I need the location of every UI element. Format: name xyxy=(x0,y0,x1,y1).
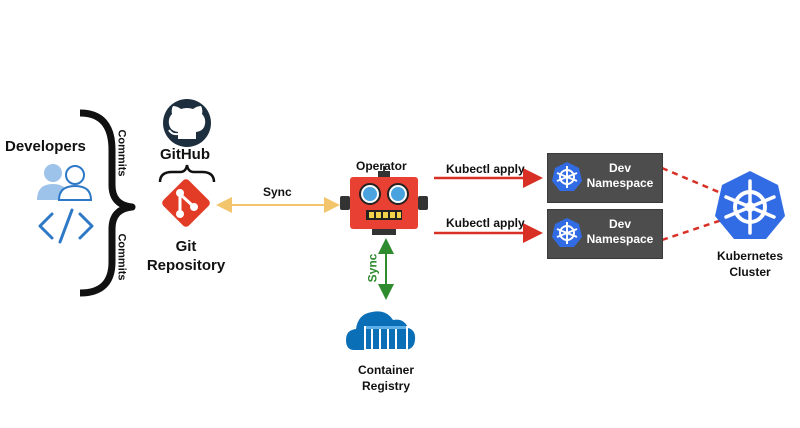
namespace-label-1: Dev Namespace xyxy=(575,161,665,191)
git-icon xyxy=(162,179,210,227)
code-icon xyxy=(38,208,94,244)
sync-label: Sync xyxy=(263,185,292,199)
namespace-label-2: Dev Namespace xyxy=(575,217,665,247)
namespace-2-line1: Dev xyxy=(608,217,631,231)
operator-label: Operator xyxy=(356,159,407,173)
namespace-box-1 xyxy=(547,153,663,203)
registry-label-line2: Registry xyxy=(361,379,411,393)
git-repo-label: Git Repository xyxy=(141,237,231,275)
cluster-label-line1: Kubernetes xyxy=(716,249,784,263)
kubernetes-cluster-icon xyxy=(715,171,785,239)
cluster-label: Kubernetes Cluster xyxy=(705,248,795,280)
namespace-1-line1: Dev xyxy=(608,161,631,175)
commits-brace xyxy=(79,109,136,297)
git-repo-label-line1: Git xyxy=(175,238,197,255)
registry-sync-label: Sync xyxy=(365,253,380,283)
github-brace xyxy=(158,164,216,183)
kubectl-apply-label-top: Kubectl apply xyxy=(446,162,525,176)
developers-label: Developers xyxy=(5,138,86,155)
github-label: GitHub xyxy=(160,146,210,163)
cluster-label-line2: Cluster xyxy=(729,265,771,279)
developers-icon xyxy=(37,164,93,201)
commits-label-top: Commits xyxy=(115,129,128,177)
registry-label: Container Registry xyxy=(341,362,431,394)
namespace-2-line2: Namespace xyxy=(586,232,654,246)
namespace-1-line2: Namespace xyxy=(586,176,654,190)
operator-robot-icon xyxy=(340,166,428,235)
github-icon xyxy=(163,99,211,147)
commits-label-bottom: Commits xyxy=(115,233,128,281)
cluster-link-bottom xyxy=(661,216,729,242)
registry-label-line1: Container xyxy=(357,363,414,377)
git-repo-label-line2: Repository xyxy=(146,257,226,274)
container-registry-icon xyxy=(346,311,416,350)
cluster-link-top xyxy=(661,166,729,198)
kubernetes-icon xyxy=(552,162,582,191)
kubectl-apply-label-bottom: Kubectl apply xyxy=(446,216,525,230)
kubernetes-icon xyxy=(552,218,582,247)
